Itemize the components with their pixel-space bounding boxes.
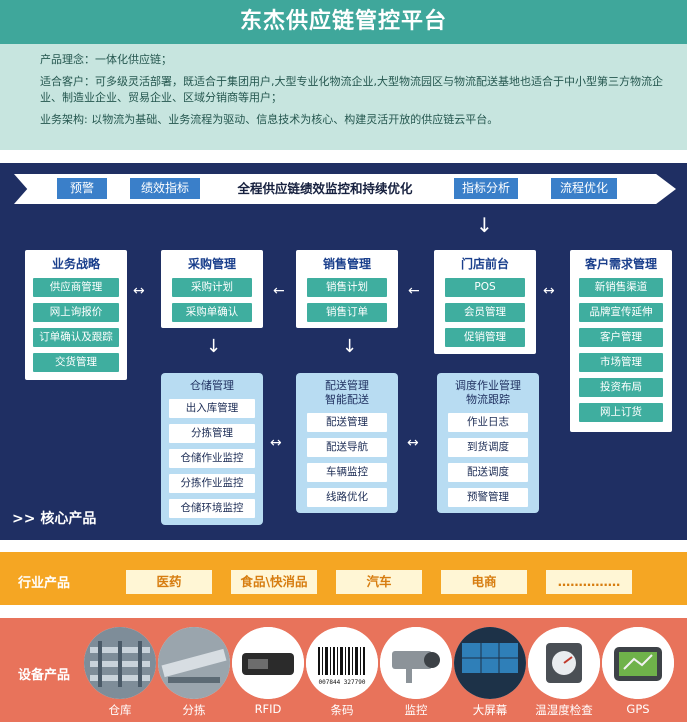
card-procurement: 采购管理 采购计划 采购单确认	[161, 250, 263, 328]
arrow-left-icon: ←	[408, 283, 420, 299]
device-caption: 条码	[330, 703, 354, 717]
list-item: 新销售渠道	[579, 278, 663, 297]
intro-customers: 适合客户：可多级灵活部署，既适合于集团用户,大型专业化物流企业,大型物流园区与物…	[40, 75, 663, 104]
device-caption: GPS	[626, 702, 650, 716]
list-item: 配送管理	[307, 413, 387, 432]
list-item: 会员管理	[445, 303, 525, 322]
list-item: 促销管理	[445, 328, 525, 347]
industry-item: 医药	[126, 570, 212, 594]
barcode-number: 007844 327790	[319, 679, 366, 686]
industry-label: 行业产品	[18, 576, 71, 591]
intro-panel: 产品理念：一体化供应链； 适合客户：可多级灵活部署，既适合于集团用户,大型专业化…	[0, 44, 687, 150]
industry-item: 电商	[441, 570, 527, 594]
camera-image	[380, 627, 452, 699]
list-item: 供应商管理	[33, 278, 119, 297]
card-store-front: 门店前台 POS 会员管理 促销管理	[434, 250, 536, 354]
device-caption: 仓库	[108, 703, 132, 717]
list-item: 仓储环境监控	[169, 499, 255, 518]
list-item: 到货调度	[448, 438, 528, 457]
devices-label: 设备产品	[18, 668, 71, 683]
card-title: 仓储管理	[190, 379, 234, 392]
banner-tag-analysis: 指标分析	[454, 178, 518, 199]
banner-text: 全程供应链绩效监控和持续优化	[237, 181, 413, 196]
list-item: 销售订单	[307, 303, 387, 322]
device-caption: 分拣	[182, 703, 206, 717]
card-title: 销售管理	[322, 257, 371, 271]
card-sales: 销售管理 销售计划 销售订单	[296, 250, 398, 328]
card-business-strategy: 业务战略 供应商管理 网上询报价 订单确认及跟踪 交货管理	[25, 250, 127, 380]
bidirectional-arrow-icon: ↔	[543, 283, 555, 299]
core-products-label: >> 核心产品	[12, 511, 97, 527]
arrow-down-icon: ↓	[476, 213, 493, 237]
device-caption: 监控	[404, 703, 428, 717]
list-item: 采购单确认	[172, 303, 252, 322]
list-item: 投资布局	[579, 378, 663, 397]
gps-image	[602, 627, 674, 699]
banner-tag-warning: 预警	[57, 178, 107, 199]
card-title: 客户需求管理	[584, 257, 657, 271]
device-caption: 大屏幕	[472, 703, 508, 717]
card-title: 业务战略	[51, 257, 100, 271]
arrow-left-icon: ←	[273, 283, 285, 299]
rfid-image	[232, 627, 304, 699]
card-dispatch: 调度作业管理 物流跟踪 作业日志 到货调度 配送调度 预警管理	[437, 373, 539, 513]
banner-tag-optimization: 流程优化	[551, 178, 617, 199]
sorting-image	[158, 627, 230, 699]
list-item: 销售计划	[307, 278, 387, 297]
industry-item: 汽车	[336, 570, 422, 594]
list-item: 客户管理	[579, 328, 663, 347]
page-title: 东杰供应链管控平台	[0, 0, 687, 44]
device-caption: RFID	[254, 702, 282, 716]
list-item: 配送导航	[307, 438, 387, 457]
bidirectional-arrow-icon: ↔	[133, 283, 145, 299]
arrow-down-icon: ↓	[206, 336, 222, 357]
list-item: 车辆监控	[307, 463, 387, 482]
list-item: 交货管理	[33, 353, 119, 372]
barcode-image: 007844 327790	[306, 627, 378, 699]
list-item: 分拣作业监控	[169, 474, 255, 493]
card-title: 门店前台	[460, 257, 509, 271]
industry-item: ……………	[546, 570, 632, 594]
humidity-sensor-image	[528, 627, 600, 699]
warehouse-image	[84, 627, 156, 699]
list-item: 预警管理	[448, 488, 528, 507]
list-item: 分拣管理	[169, 424, 255, 443]
device-caption: 温湿度检查	[535, 703, 593, 717]
card-warehouse: 仓储管理 出入库管理 分拣管理 仓储作业监控 分拣作业监控 仓储环境监控	[161, 373, 263, 525]
list-item: 线路优化	[307, 488, 387, 507]
card-distribution: 配送管理 智能配送 配送管理 配送导航 车辆监控 线路优化	[296, 373, 398, 513]
list-item: 网上询报价	[33, 303, 119, 322]
card-title: 调度作业管理 物流跟踪	[455, 379, 521, 406]
intro-architecture: 业务架构: 以物流为基础、业务流程为驱动、信息技术为核心、构建灵活开放的供应链云…	[40, 113, 499, 126]
list-item: 市场管理	[579, 353, 663, 372]
bidirectional-arrow-icon: ↔	[407, 435, 419, 451]
list-item: 配送调度	[448, 463, 528, 482]
list-item: 采购计划	[172, 278, 252, 297]
list-item: 仓储作业监控	[169, 449, 255, 468]
big-screen-image	[454, 627, 526, 699]
list-item: 订单确认及跟踪	[33, 328, 119, 347]
list-item: 网上订货	[579, 403, 663, 422]
industry-item: 食品\快消品	[231, 570, 317, 594]
list-item: 品牌宣传延伸	[579, 303, 663, 322]
list-item: 作业日志	[448, 413, 528, 432]
arrow-down-icon: ↓	[342, 336, 358, 357]
card-title: 配送管理 智能配送	[325, 379, 369, 406]
banner-tag-kpi: 绩效指标	[130, 178, 200, 199]
intro-concept: 产品理念：一体化供应链；	[40, 53, 172, 66]
card-title: 采购管理	[187, 257, 236, 271]
card-customer-demand: 客户需求管理 新销售渠道 品牌宣传延伸 客户管理 市场管理 投资布局 网上订货	[570, 250, 672, 432]
list-item: 出入库管理	[169, 399, 255, 418]
bidirectional-arrow-icon: ↔	[270, 435, 282, 451]
list-item: POS	[445, 278, 525, 297]
